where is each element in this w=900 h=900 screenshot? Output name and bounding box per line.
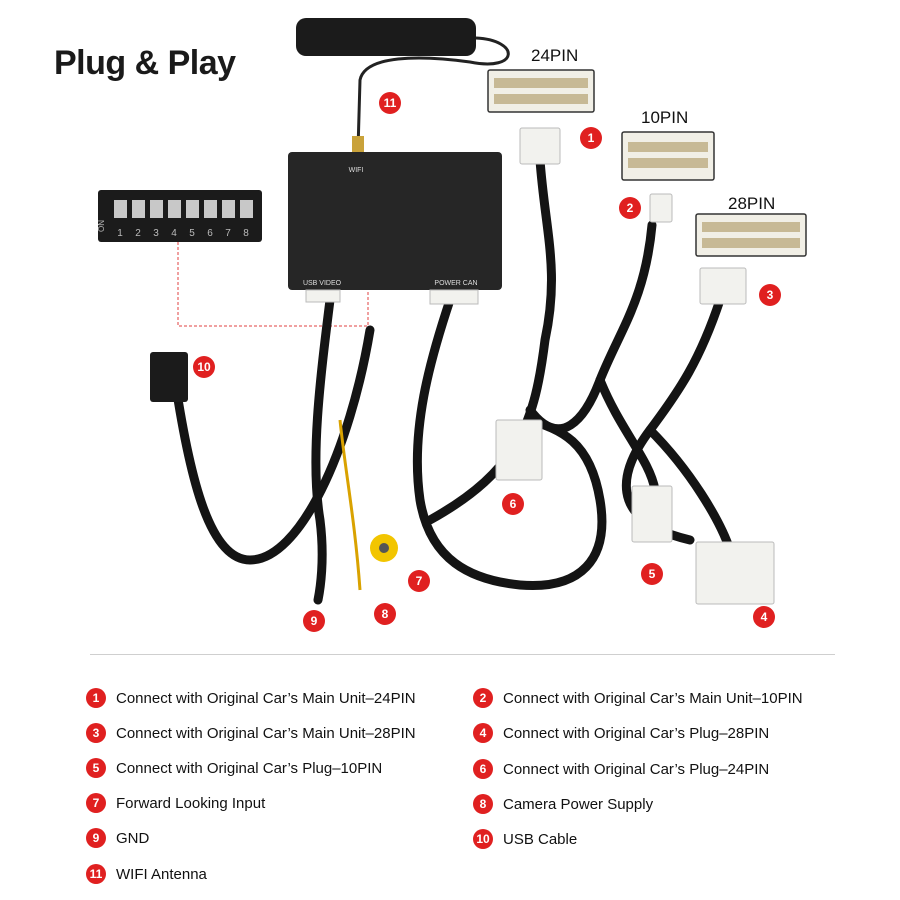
legend-text: Connect with Original Car’s Main Unit–10… (503, 689, 803, 707)
legend-item-1: 1 Connect with Original Car’s Main Unit–… (86, 688, 416, 708)
dip-switch-toggles (114, 200, 253, 218)
cable-usb (170, 325, 375, 565)
usb-video-plug (305, 289, 341, 303)
connector-3 (699, 267, 747, 305)
legend-number: 7 (86, 793, 106, 813)
callout-6: 6 (502, 493, 524, 515)
legend-item-5: 5 Connect with Original Car’s Plug–10PIN (86, 758, 382, 778)
dip-number: 1 (117, 228, 123, 239)
legend-number: 2 (473, 688, 493, 708)
dip-number: 8 (243, 228, 249, 239)
cable-5 (595, 375, 660, 495)
legend-number: 1 (86, 688, 106, 708)
wifi-antenna-puck (296, 18, 476, 56)
wifi-port-label: WIFI (349, 167, 364, 174)
page-title: Plug & Play (54, 44, 236, 82)
legend-text: Connect with Original Car’s Plug–24PIN (503, 760, 770, 778)
legend-text: Forward Looking Input (116, 794, 266, 812)
pin-label-28: 28PIN (728, 194, 776, 213)
divider (90, 654, 835, 655)
callout-10: 10 (193, 356, 215, 378)
legend-text: Camera Power Supply (503, 795, 654, 813)
power-can-plug (429, 289, 479, 305)
cable-6 (412, 295, 607, 591)
legend-number: 8 (473, 794, 493, 814)
usb-video-port-label: USB VIDEO (303, 280, 342, 287)
legend-item-4: 4 Connect with Original Car’s Plug–28PIN (473, 723, 769, 743)
legend-text: WIFI Antenna (116, 865, 207, 883)
connector-6 (495, 419, 543, 481)
camera-power-wire (338, 419, 362, 591)
legend-item-7: 7 Forward Looking Input (86, 793, 265, 813)
callout-3: 3 (759, 284, 781, 306)
legend-number: 6 (473, 759, 493, 779)
dip-on-label: ON (97, 220, 106, 232)
dip-number: 4 (171, 228, 177, 239)
connector-1 (519, 127, 561, 165)
callout-5: 5 (641, 563, 663, 585)
callout-7: 7 (408, 570, 430, 592)
cable-video (311, 295, 335, 605)
legend-item-2: 2 Connect with Original Car’s Main Unit–… (473, 688, 803, 708)
legend-item-9: 9 GND (86, 828, 149, 848)
callout-1: 1 (580, 127, 602, 149)
legend-item-8: 8 Camera Power Supply (473, 794, 653, 814)
interface-box (288, 152, 502, 290)
dip-switch-leader (177, 242, 369, 327)
dip-number: 7 (225, 228, 231, 239)
cable-4 (645, 425, 735, 555)
usb-plug (150, 352, 188, 402)
legend-item-10: 10 USB Cable (473, 829, 577, 849)
legend-text: Connect with Original Car’s Plug–10PIN (116, 759, 383, 777)
legend-item-6: 6 Connect with Original Car’s Plug–24PIN (473, 759, 769, 779)
legend-item-11: 11 WIFI Antenna (86, 864, 207, 884)
pin-face-24pin (487, 69, 595, 113)
legend-text: USB Cable (503, 830, 578, 848)
legend-item-3: 3 Connect with Original Car’s Main Unit–… (86, 723, 416, 743)
pin-face-10pin (621, 131, 715, 181)
connector-4 (695, 541, 775, 605)
callout-11: 11 (379, 92, 401, 114)
dip-number: 2 (135, 228, 141, 239)
connector-2 (649, 193, 673, 223)
callout-8: 8 (374, 603, 396, 625)
wiring-diagram: WIFI USB VIDEO POWER CAN ON 1 2 3 4 5 6 … (97, 18, 807, 605)
antenna-cable (356, 36, 510, 151)
legend-text: GND (116, 829, 150, 847)
pin-face-28pin (695, 213, 807, 257)
pin-label-24: 24PIN (531, 46, 579, 65)
connector-5 (631, 485, 673, 543)
dip-number: 3 (153, 228, 159, 239)
cable-1 (425, 155, 556, 525)
callout-2: 2 (619, 197, 641, 219)
legend-number: 3 (86, 723, 106, 743)
legend-number: 10 (473, 829, 493, 849)
power-can-port-label: POWER CAN (434, 280, 477, 287)
dip-number: 5 (189, 228, 195, 239)
legend-number: 11 (86, 864, 106, 884)
callout-9: 9 (303, 610, 325, 632)
legend-number: 4 (473, 723, 493, 743)
callout-4: 4 (753, 606, 775, 628)
legend-text: Connect with Original Car’s Main Unit–24… (116, 689, 416, 707)
legend-number: 5 (86, 758, 106, 778)
pin-label-10: 10PIN (641, 108, 689, 127)
dip-number: 6 (207, 228, 213, 239)
legend-text: Connect with Original Car’s Main Unit–28… (116, 724, 416, 742)
legend-number: 9 (86, 828, 106, 848)
legend-text: Connect with Original Car’s Plug–28PIN (503, 724, 770, 742)
